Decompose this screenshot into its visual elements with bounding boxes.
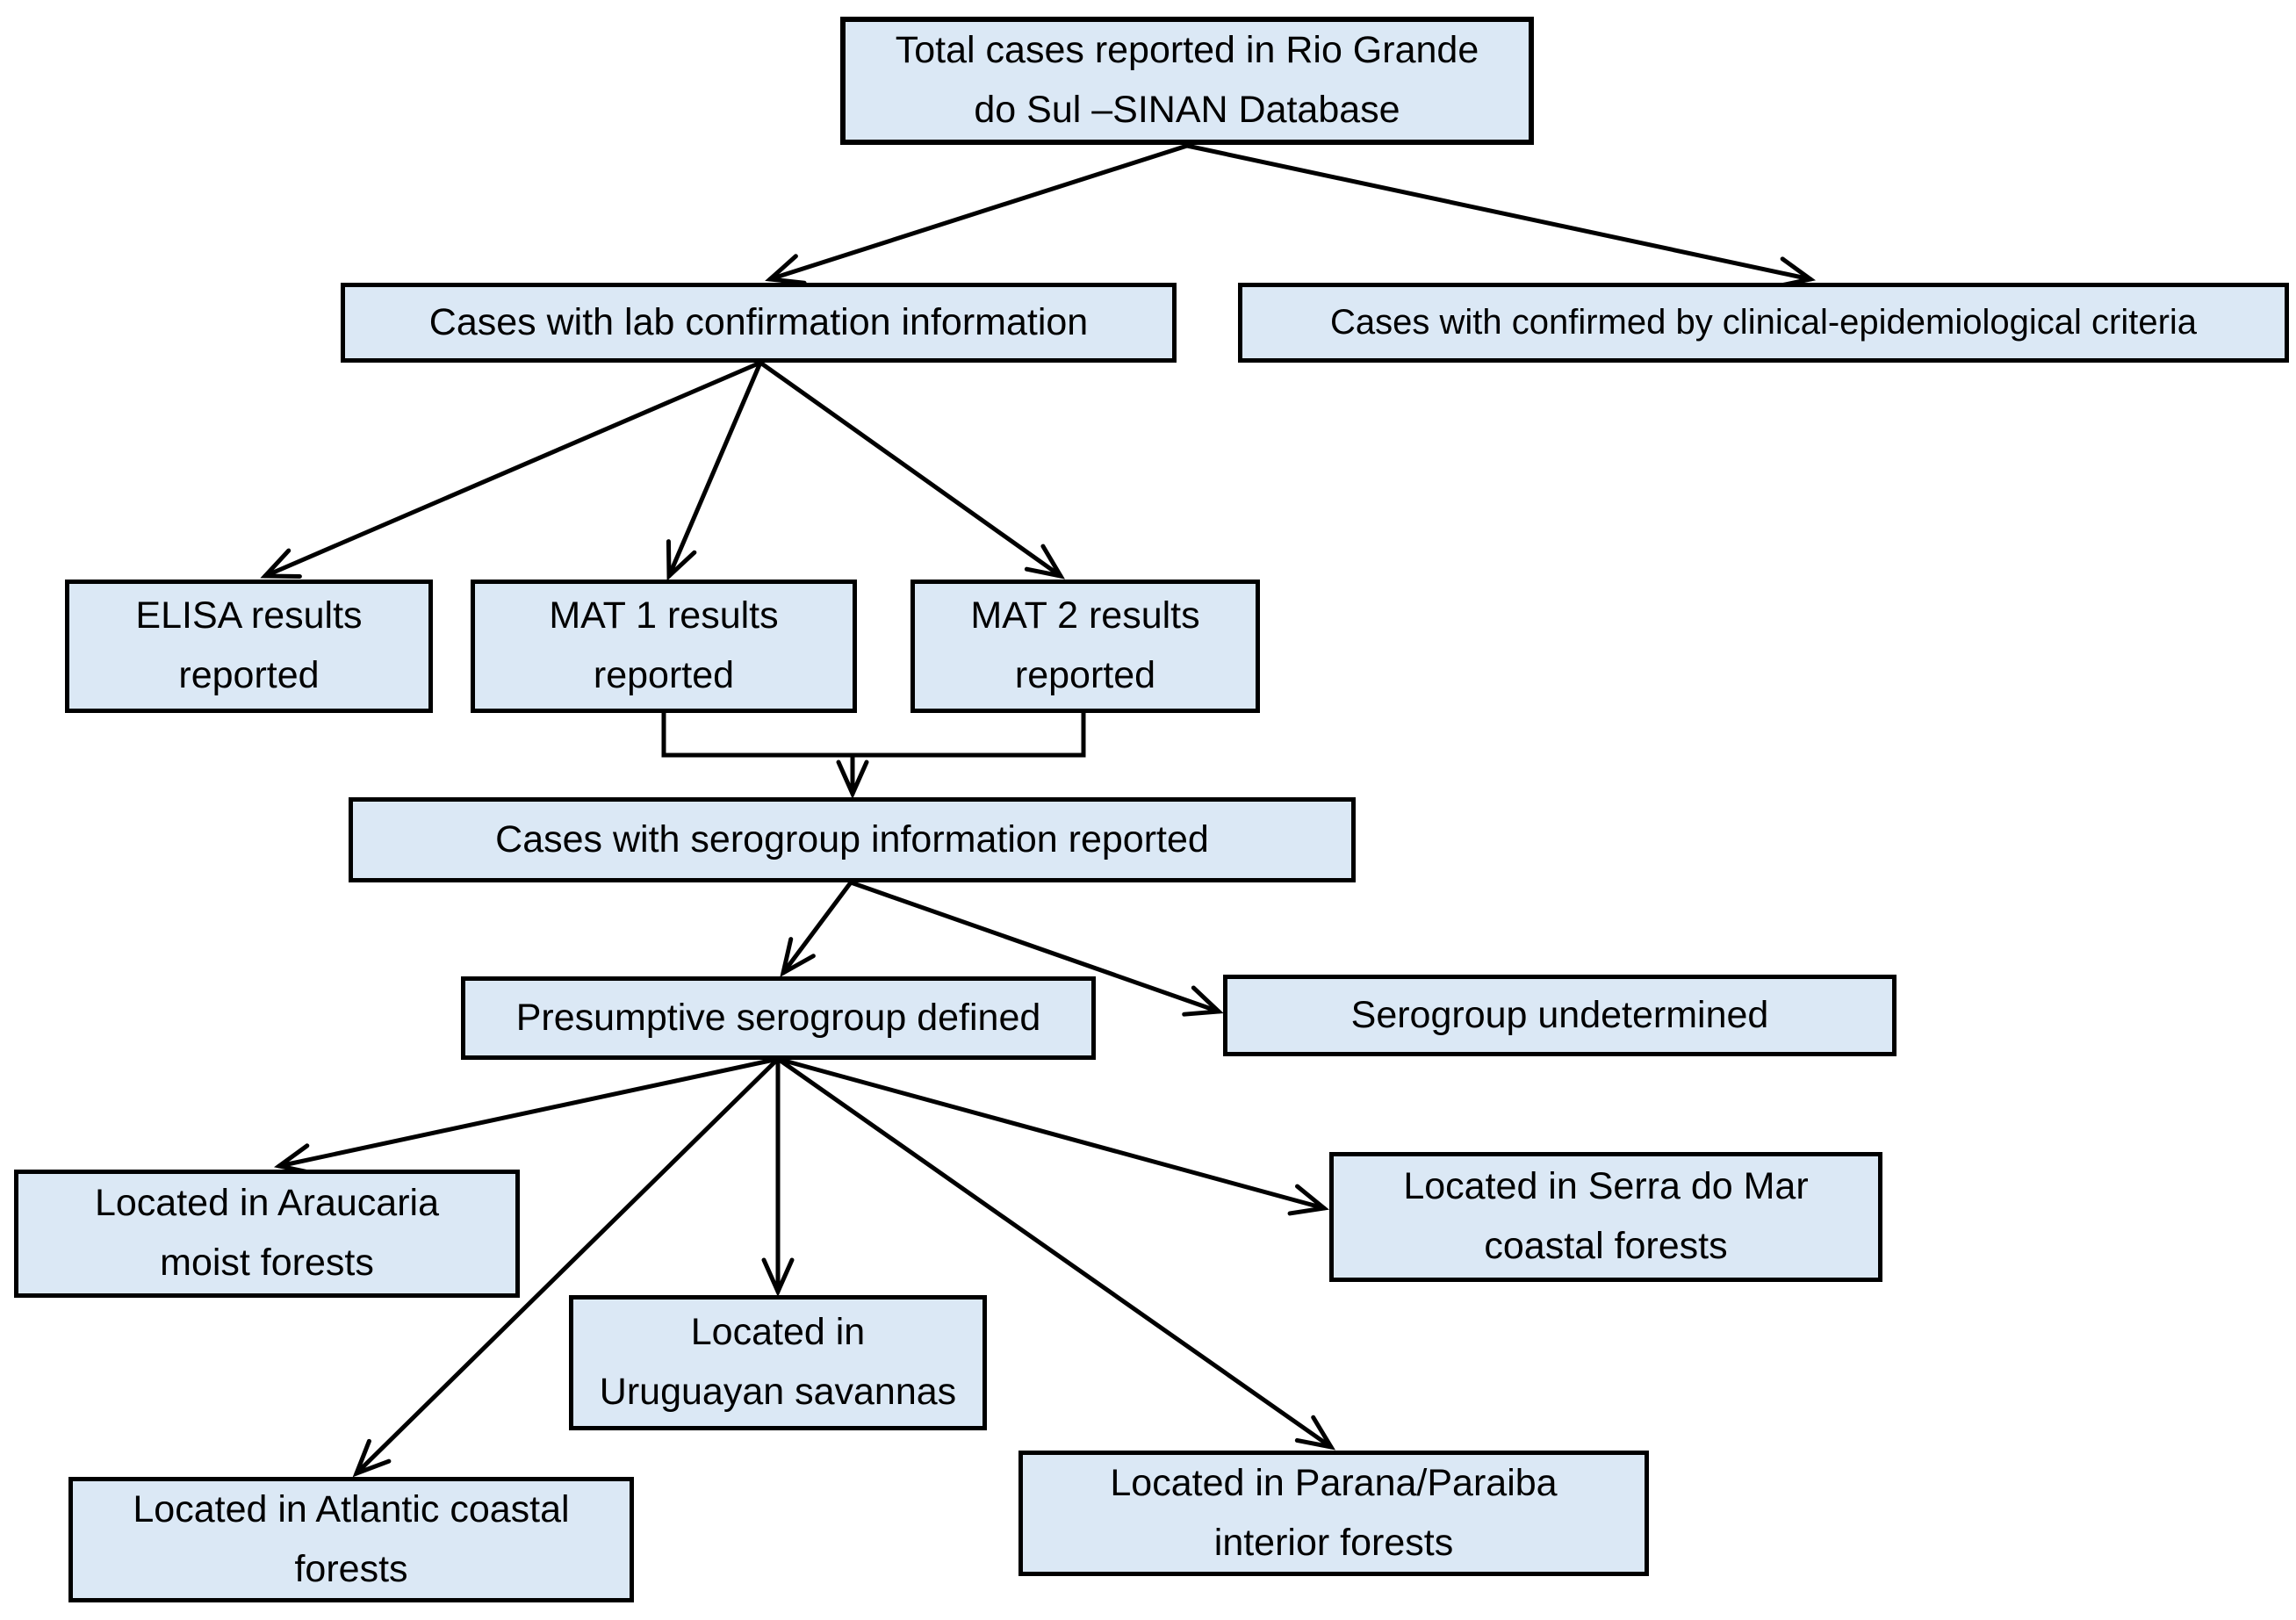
node-clinical-epidemiological: Cases with confirmed by clinical-epidemi… <box>1238 283 2289 363</box>
node-parana-paraiba-interior-forests: Located in Parana/Paraiba interior fores… <box>1018 1451 1649 1576</box>
node-mat2-results-label: MAT 2 results reported <box>970 594 1200 696</box>
node-total-cases-sinan: Total cases reported in Rio Grande do Su… <box>840 17 1534 145</box>
node-parana-paraiba-interior-forests-label: Located in Parana/Paraiba interior fores… <box>1110 1461 1558 1564</box>
node-clinical-epidemiological-label: Cases with confirmed by clinical-epidemi… <box>1329 302 2198 342</box>
arrow-lab-to-mat1 <box>666 360 763 581</box>
node-uruguayan-savannas: Located in Uruguayan savannas <box>569 1295 987 1430</box>
node-mat2-results: MAT 2 results reported <box>910 580 1260 713</box>
arrow-sero-to-undetermined <box>848 880 1224 1017</box>
node-araucaria-moist-forests-label: Located in Araucaria moist forests <box>94 1182 440 1284</box>
node-lab-confirmation-label: Cases with lab confirmation information <box>428 300 1089 343</box>
arrow-total-to-clinical <box>1184 143 1817 289</box>
node-mat1-results-label: MAT 1 results reported <box>549 594 779 696</box>
node-total-cases-sinan-label: Total cases reported in Rio Grande do Su… <box>895 29 1479 131</box>
node-serra-do-mar-coastal-forests-label: Located in Serra do Mar coastal forests <box>1403 1165 1809 1267</box>
arrow-total-to-lab <box>765 143 1190 285</box>
node-presumptive-serogroup: Presumptive serogroup defined <box>461 976 1096 1060</box>
arrow-lab-to-mat2 <box>758 360 1066 580</box>
arrow-sero-to-presumptive <box>780 880 853 977</box>
arrow-lab-to-elisa <box>260 360 763 579</box>
node-lab-confirmation: Cases with lab confirmation information <box>341 283 1177 363</box>
node-serogroup-undetermined-label: Serogroup undetermined <box>1350 993 1769 1036</box>
node-serogroup-information: Cases with serogroup information reporte… <box>349 797 1356 882</box>
node-serogroup-information-label: Cases with serogroup information reporte… <box>495 817 1209 860</box>
node-uruguayan-savannas-label: Located in Uruguayan savannas <box>599 1311 957 1413</box>
node-presumptive-serogroup-label: Presumptive serogroup defined <box>515 996 1041 1039</box>
node-elisa-results-label: ELISA results reported <box>135 594 363 696</box>
arrow-presumptive-to-serra <box>775 1056 1329 1216</box>
arrow-presumptive-to-parana <box>775 1056 1336 1451</box>
node-araucaria-moist-forests: Located in Araucaria moist forests <box>14 1170 520 1298</box>
connector-mat-to-sero <box>661 710 1086 758</box>
node-serra-do-mar-coastal-forests: Located in Serra do Mar coastal forests <box>1329 1152 1882 1282</box>
node-atlantic-coastal-forests-label: Located in Atlantic coastal forests <box>133 1487 570 1590</box>
node-atlantic-coastal-forests: Located in Atlantic coastal forests <box>68 1477 634 1602</box>
arrow-presumptive-to-atlantic <box>352 1056 781 1478</box>
node-serogroup-undetermined: Serogroup undetermined <box>1223 975 1897 1056</box>
arrow-presumptive-to-araucaria <box>273 1056 781 1176</box>
node-elisa-results: ELISA results reported <box>65 580 433 713</box>
node-mat1-results: MAT 1 results reported <box>471 580 857 713</box>
